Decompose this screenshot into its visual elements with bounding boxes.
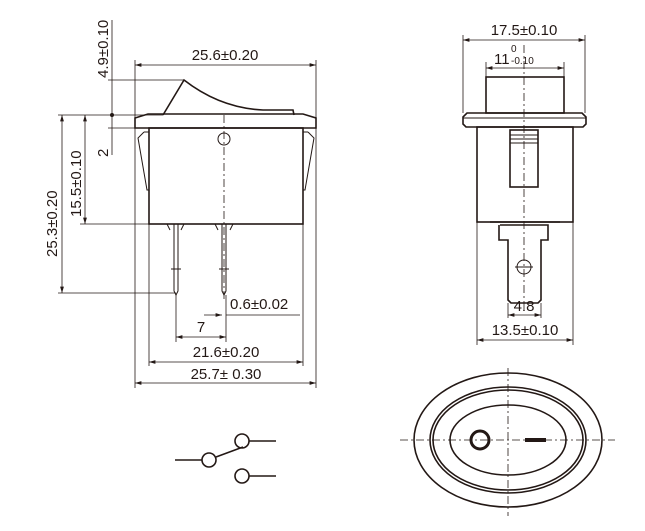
off-symbol-icon [469, 429, 491, 451]
rocker [162, 78, 295, 116]
dim-terminal-width: 4.8 [514, 298, 535, 315]
left-pin [166, 223, 185, 297]
side-view: 25.6±0.20 4.9±0.10 2 15.5±0.10 25.3±0.20… [44, 20, 317, 388]
switch-schematic [175, 433, 276, 484]
dim-body-width: 21.6±0.20 [193, 344, 260, 361]
dim-rocker-tol-lower: -0.10 [511, 56, 534, 67]
dim-body-height: 15.5±0.10 [68, 150, 85, 217]
dim-total-height: 25.3±0.20 [44, 190, 61, 257]
dim-rocker-width: 11 [494, 51, 510, 68]
right-clip [303, 131, 315, 191]
dim-pin-thickness: 0.6±0.02 [230, 296, 288, 313]
front-view: 17.5±0.10 11 0 -0.10 4.8 13.5±0.10 [462, 22, 587, 345]
dim-rocker-height: 4.9±0.10 [95, 20, 112, 78]
dim-flange-thickness: 2 [95, 149, 112, 157]
dim-rocker-tol-upper: 0 [511, 44, 517, 55]
dim-total-width: 25.7± 0.30 [191, 366, 262, 383]
dim-width-top: 25.6±0.20 [192, 47, 259, 64]
dim-flange-width: 17.5±0.10 [491, 22, 558, 39]
rocker [485, 76, 565, 114]
body [148, 127, 304, 225]
on-symbol-icon [525, 438, 546, 442]
body [476, 126, 574, 223]
top-view [400, 368, 615, 516]
flange [462, 112, 587, 128]
left-clip [137, 131, 149, 191]
dim-pin-pitch: 7 [197, 319, 205, 336]
dim-body-width: 13.5±0.10 [492, 322, 559, 339]
flange [134, 113, 317, 129]
terminal [490, 221, 560, 304]
